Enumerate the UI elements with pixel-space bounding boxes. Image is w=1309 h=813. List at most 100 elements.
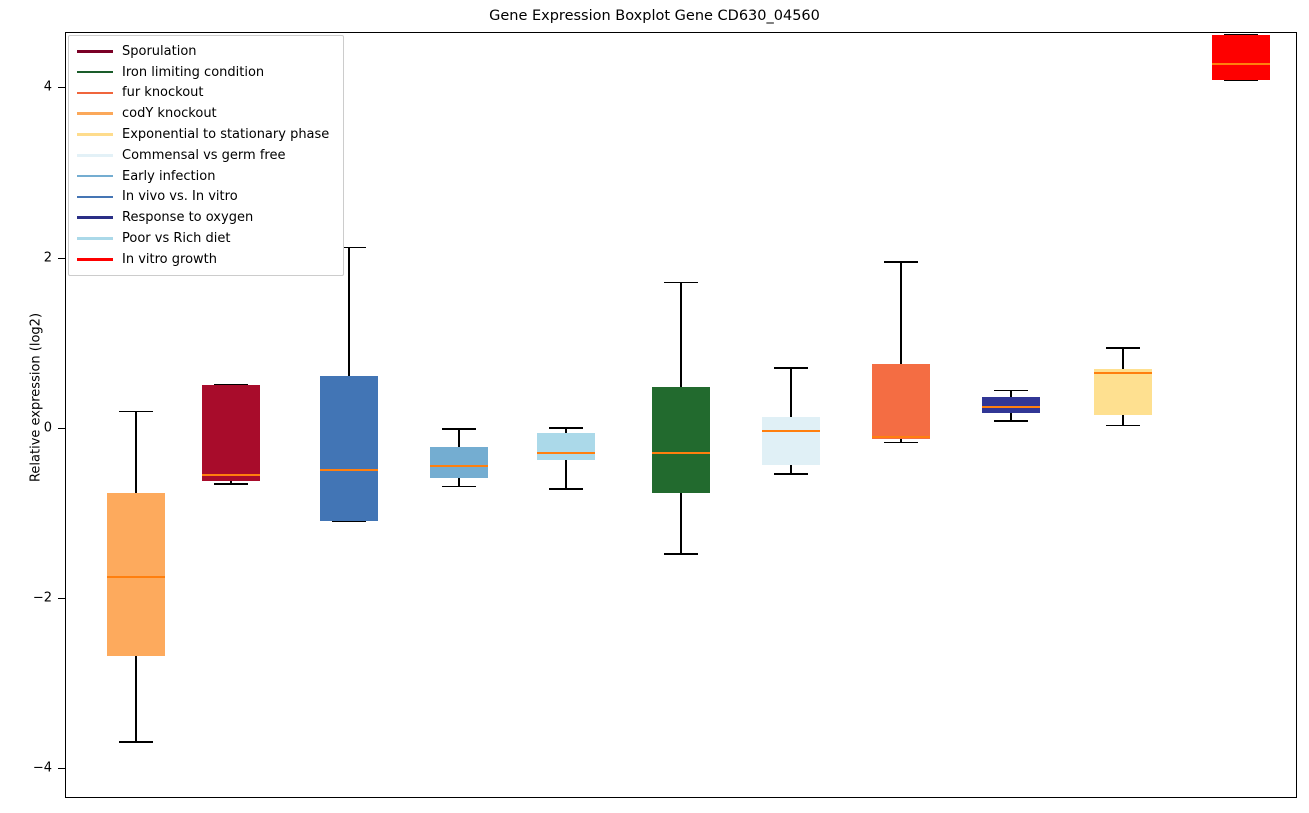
boxplot-box-group[interactable] (66, 33, 1296, 797)
boxplot-box[interactable] (1212, 34, 1270, 80)
y-axis-label: Relative expression (log2) (28, 312, 44, 483)
whisker-cap-upper (214, 383, 248, 386)
boxplot-box[interactable] (652, 387, 710, 494)
boxplot-box-group[interactable] (66, 33, 1296, 797)
boxplot-box-group[interactable] (66, 33, 1296, 797)
y-tick-label: 0 (43, 420, 52, 436)
whisker-cap-upper (1224, 33, 1258, 36)
boxplot-box-group[interactable] (66, 33, 1296, 797)
whisker-upper (135, 410, 137, 493)
whisker-lower (900, 438, 902, 442)
boxplot-box[interactable] (537, 433, 595, 461)
y-tick-mark (58, 768, 65, 770)
whisker-lower (680, 493, 682, 553)
whisker-upper (1122, 347, 1124, 370)
boxplot-box-group[interactable] (66, 33, 1296, 797)
whisker-cap-upper (884, 261, 918, 263)
whisker-lower (230, 480, 232, 484)
median-line (537, 452, 595, 455)
legend-item[interactable]: Iron limiting condition (69, 62, 343, 83)
whisker-upper (900, 261, 902, 365)
y-tick-mark (58, 87, 65, 89)
legend-color-swatch (77, 174, 113, 178)
whisker-cap-lower (332, 520, 366, 523)
boxplot-box[interactable] (982, 397, 1040, 413)
whisker-upper (348, 246, 350, 376)
y-tick-label: −2 (32, 590, 52, 606)
whisker-cap-lower (1106, 424, 1140, 427)
median-line (982, 405, 1040, 408)
whisker-upper (790, 367, 792, 417)
legend-color-swatch (77, 216, 113, 220)
legend-item[interactable]: Exponential to stationary phase (69, 124, 343, 145)
legend-item[interactable]: Response to oxygen (69, 207, 343, 228)
legend-item[interactable]: Sporulation (69, 41, 343, 62)
boxplot-box-group[interactable] (66, 33, 1296, 797)
legend-item[interactable]: Early infection (69, 166, 343, 187)
boxplot-box-group[interactable] (66, 33, 1296, 797)
whisker-lower (135, 656, 137, 742)
whisker-cap-upper (774, 367, 808, 370)
legend-color-swatch (77, 195, 113, 199)
legend-item-label: fur knockout (122, 85, 204, 101)
boxplot-box[interactable] (320, 375, 378, 521)
legend-item[interactable]: codY knockout (69, 103, 343, 124)
whisker-lower (458, 478, 460, 486)
legend-color-swatch (77, 91, 113, 95)
y-tick-mark (58, 597, 65, 600)
whisker-cap-lower (442, 485, 476, 488)
whisker-cap-lower (664, 553, 698, 555)
whisker-cap-lower (774, 473, 808, 475)
boxplot-box-group[interactable] (66, 33, 1296, 797)
boxplot-box-group[interactable] (66, 33, 1296, 797)
whisker-cap-upper (549, 427, 583, 429)
legend-item-label: Iron limiting condition (122, 64, 265, 80)
y-tick-mark (58, 427, 65, 429)
boxplot-box[interactable] (430, 447, 488, 479)
legend-item-label: Poor vs Rich diet (122, 231, 231, 247)
legend-item[interactable]: fur knockout (69, 83, 343, 104)
legend-item[interactable]: Commensal vs germ free (69, 145, 343, 166)
boxplot-box[interactable] (107, 492, 165, 656)
legend-item-label: Sporulation (122, 43, 197, 59)
whisker-lower (565, 460, 567, 489)
whisker-cap-upper (442, 427, 476, 430)
median-line (202, 473, 260, 476)
whisker-lower (1010, 412, 1012, 421)
legend-item[interactable]: In vitro growth (69, 249, 343, 270)
legend-item-label: Early infection (122, 168, 216, 184)
legend-color-swatch (77, 50, 113, 53)
legend-item-label: Response to oxygen (122, 210, 254, 226)
median-line (430, 465, 488, 468)
whisker-upper (565, 427, 567, 434)
boxplot-box-group[interactable] (66, 33, 1296, 797)
boxplot-box[interactable] (1094, 369, 1152, 416)
legend-color-swatch (77, 70, 113, 74)
whisker-cap-upper (119, 410, 153, 413)
legend-color-swatch (77, 133, 113, 136)
boxplot-box[interactable] (202, 385, 260, 481)
legend-color-swatch (77, 258, 113, 261)
whisker-upper (680, 281, 682, 388)
boxplot-box[interactable] (762, 416, 820, 465)
boxplot-box-group[interactable] (66, 33, 1296, 797)
whisker-cap-upper (994, 389, 1028, 392)
y-tick-label: −4 (32, 760, 52, 776)
whisker-cap-lower (214, 483, 248, 485)
chart-title: Gene Expression Boxplot Gene CD630_04560 (489, 8, 820, 24)
whisker-cap-lower (1224, 79, 1258, 82)
median-line (1094, 371, 1152, 374)
legend-item-label: Commensal vs germ free (122, 147, 286, 163)
whisker-lower (790, 464, 792, 473)
legend-color-swatch (77, 237, 113, 240)
median-line (872, 436, 930, 439)
boxplot-box[interactable] (872, 364, 930, 439)
legend-item[interactable]: In vivo vs. In vitro (69, 187, 343, 208)
legend-item[interactable]: Poor vs Rich diet (69, 228, 343, 249)
legend-color-swatch (77, 112, 113, 116)
whisker-lower (1122, 415, 1124, 425)
whisker-cap-upper (332, 246, 366, 249)
whisker-cap-lower (119, 741, 153, 743)
